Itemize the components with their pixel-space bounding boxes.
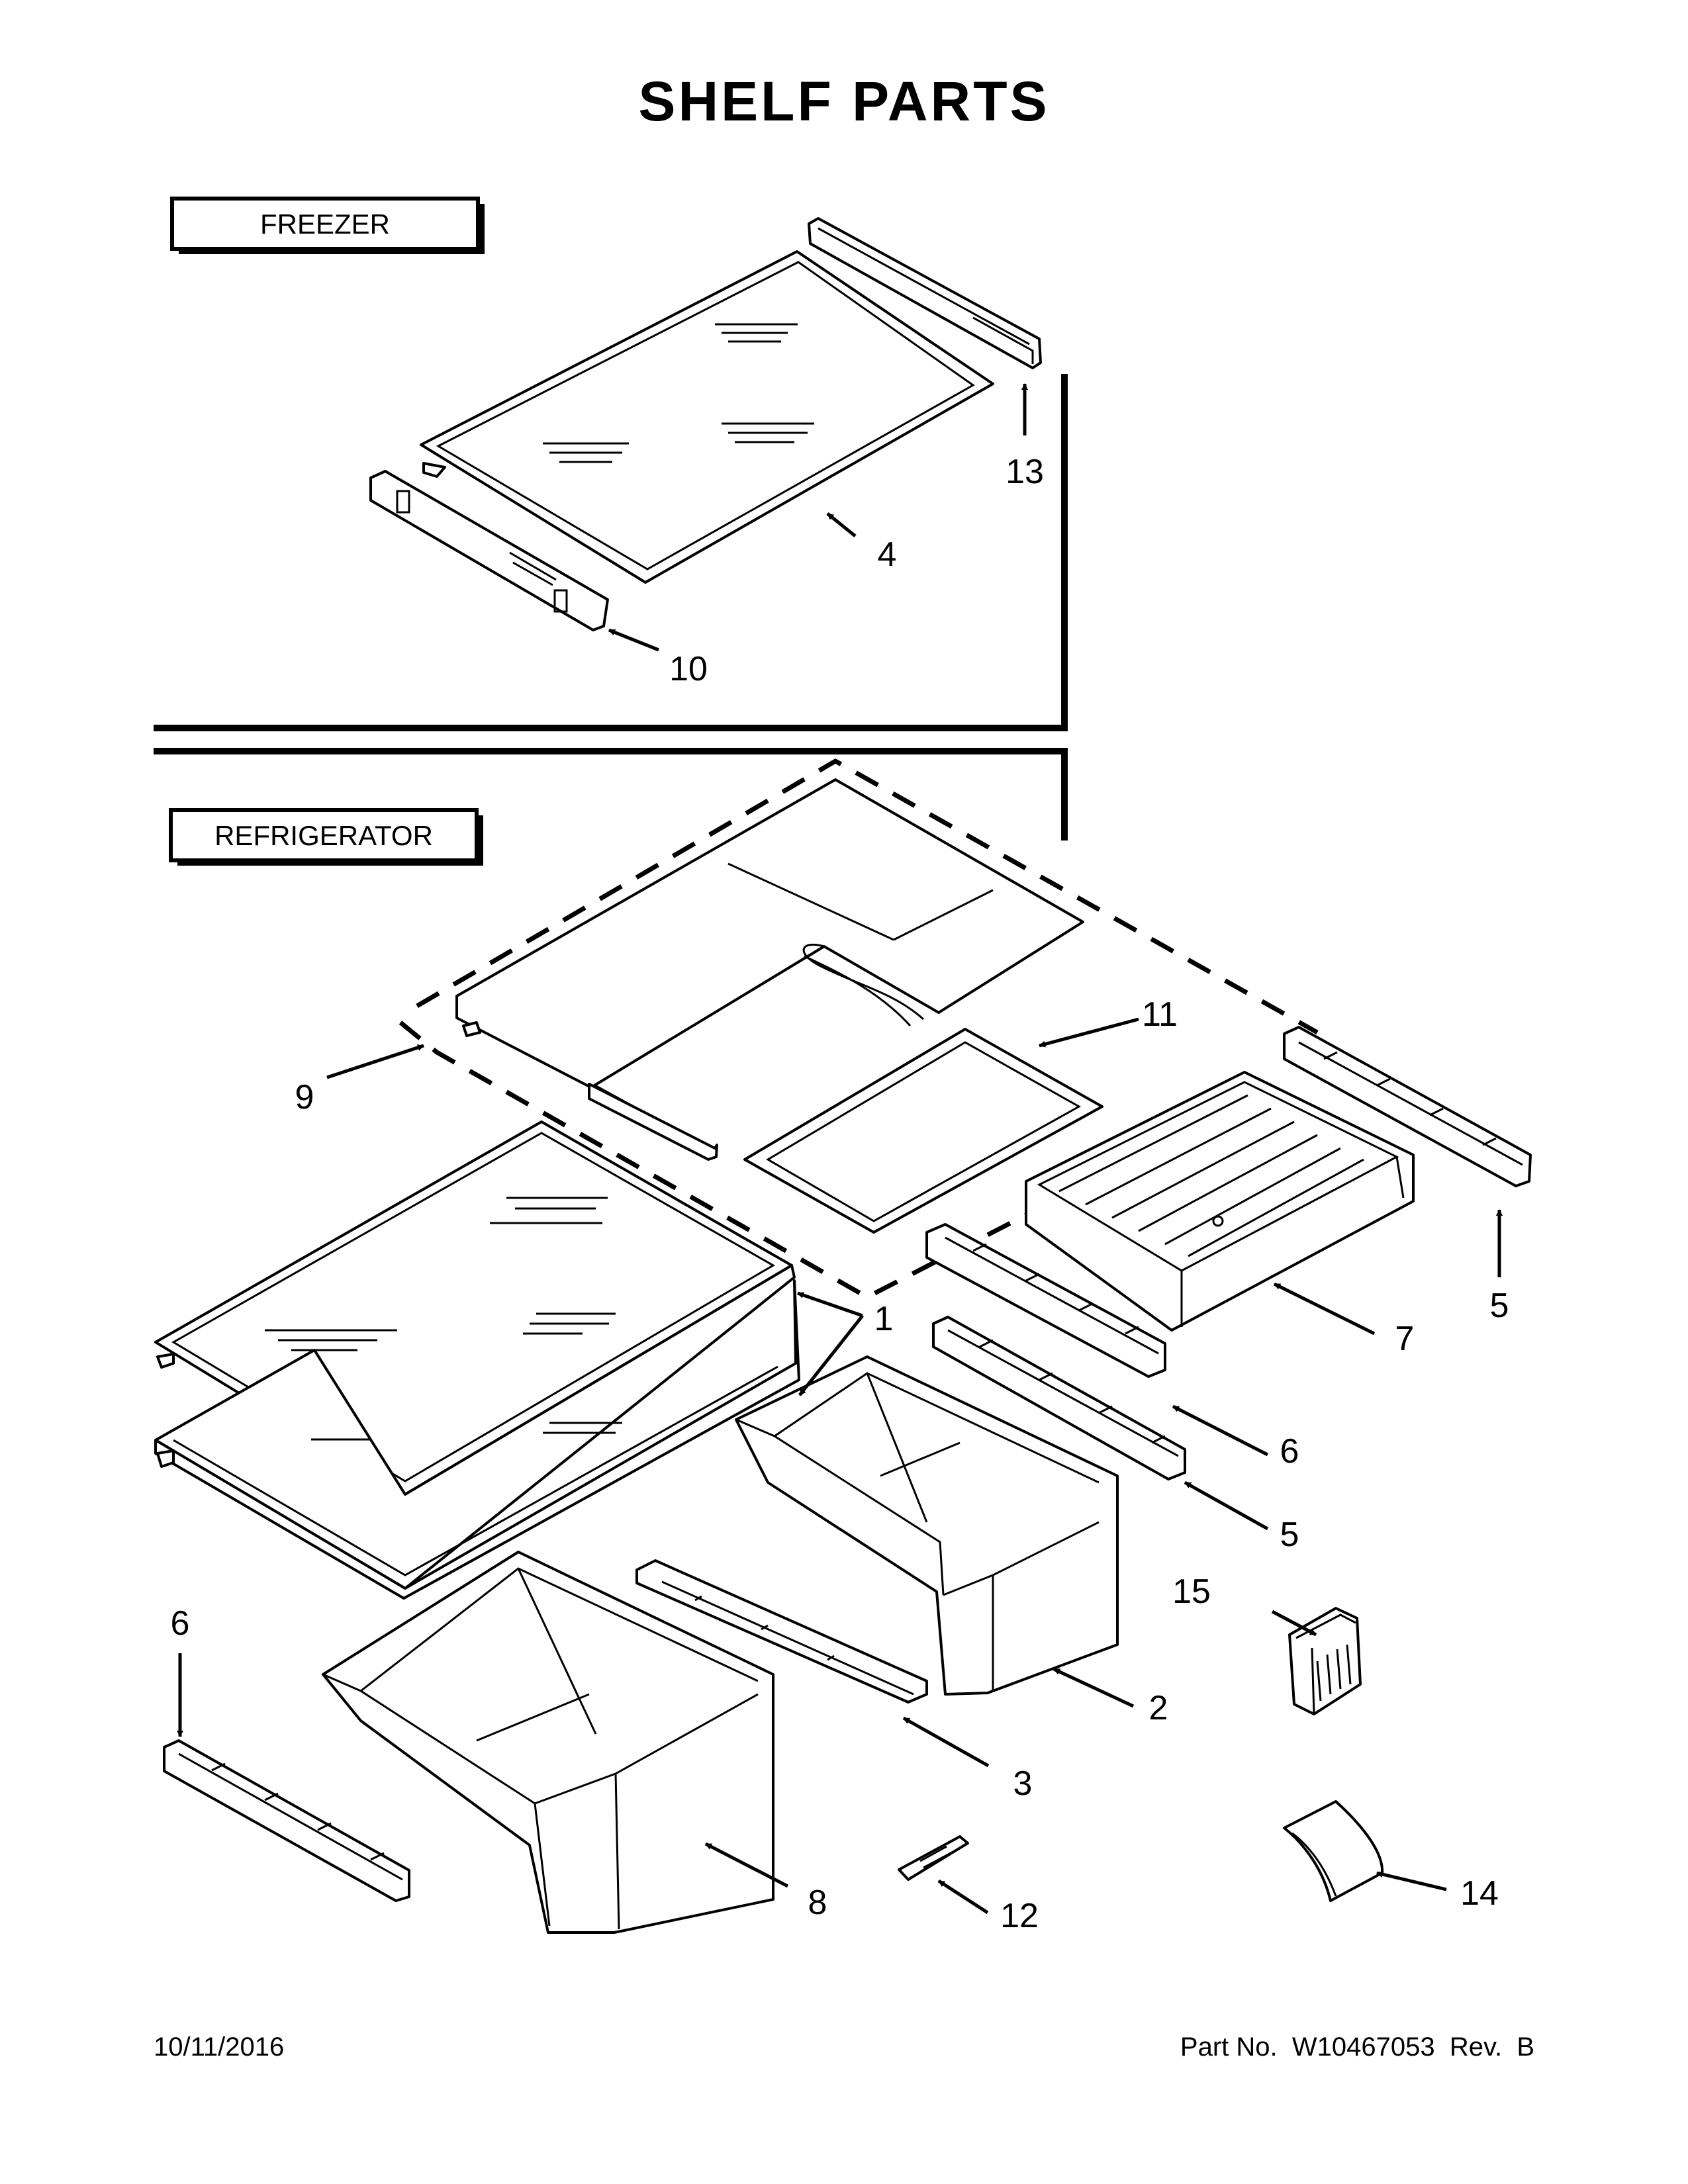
page-title: SHELF PARTS	[638, 70, 1049, 132]
crisper-divider	[635, 1559, 928, 1704]
callout-6-left: 6	[171, 1604, 190, 1643]
callout-leaders	[177, 383, 1503, 1915]
freezer-label-text: FREEZER	[260, 208, 390, 240]
freezer-frame-line	[154, 374, 1068, 731]
freezer-glass-shelf	[420, 250, 994, 584]
shelf-clip	[898, 1835, 969, 1881]
callout-10: 10	[669, 650, 708, 688]
callout-3: 3	[1013, 1764, 1033, 1803]
callout-5-middle: 5	[1280, 1516, 1299, 1554]
shelf-rail-middle-upper	[925, 1223, 1166, 1378]
refrigerator-section-label: REFRIGERATOR	[169, 808, 483, 866]
deli-drawer	[1025, 1071, 1415, 1332]
footer-date: 10/11/2016	[154, 2032, 284, 2062]
callout-15: 15	[1172, 1572, 1211, 1611]
callout-6-middle: 6	[1280, 1432, 1299, 1471]
freezer-side-rail	[808, 217, 1042, 369]
callout-4: 4	[878, 535, 897, 574]
callout-8: 8	[808, 1884, 827, 1922]
filter-cartridge	[1288, 1607, 1362, 1715]
callout-13: 13	[1006, 453, 1044, 491]
freezer-front-trim	[369, 470, 609, 631]
crisper-glass-insert	[743, 1028, 1103, 1234]
footer-part-number: Part No. W10467053 Rev. B	[1180, 2032, 1534, 2062]
callout-7: 7	[1395, 1320, 1415, 1358]
callout-2: 2	[1149, 1689, 1168, 1727]
filter-cover	[1283, 1800, 1384, 1902]
callout-14: 14	[1460, 1874, 1499, 1913]
shelf-rail-right	[1283, 1026, 1532, 1187]
shelf-rail-middle-lower	[932, 1316, 1186, 1480]
shelf-assembly-outline-lower	[399, 1021, 1252, 1300]
crisper-cover-shelf	[455, 778, 1084, 1161]
callout-1: 1	[874, 1300, 894, 1338]
shelf-rail-left	[163, 1739, 410, 1902]
callout-11: 11	[1142, 995, 1178, 1034]
callout-12: 12	[1000, 1897, 1039, 1935]
shelf-assembly-outline	[416, 758, 1319, 1035]
refrigerator-frame-line	[154, 748, 1068, 841]
refrigerator-label-text: REFRIGERATOR	[214, 820, 433, 851]
crisper-drawer-right	[735, 1355, 1119, 1696]
callout-5-right: 5	[1490, 1287, 1509, 1325]
callout-9: 9	[295, 1078, 314, 1116]
freezer-section-label: FREEZER	[170, 197, 485, 254]
glass-shelf-lower	[154, 1264, 800, 1600]
crisper-drawer-left	[322, 1551, 774, 1934]
